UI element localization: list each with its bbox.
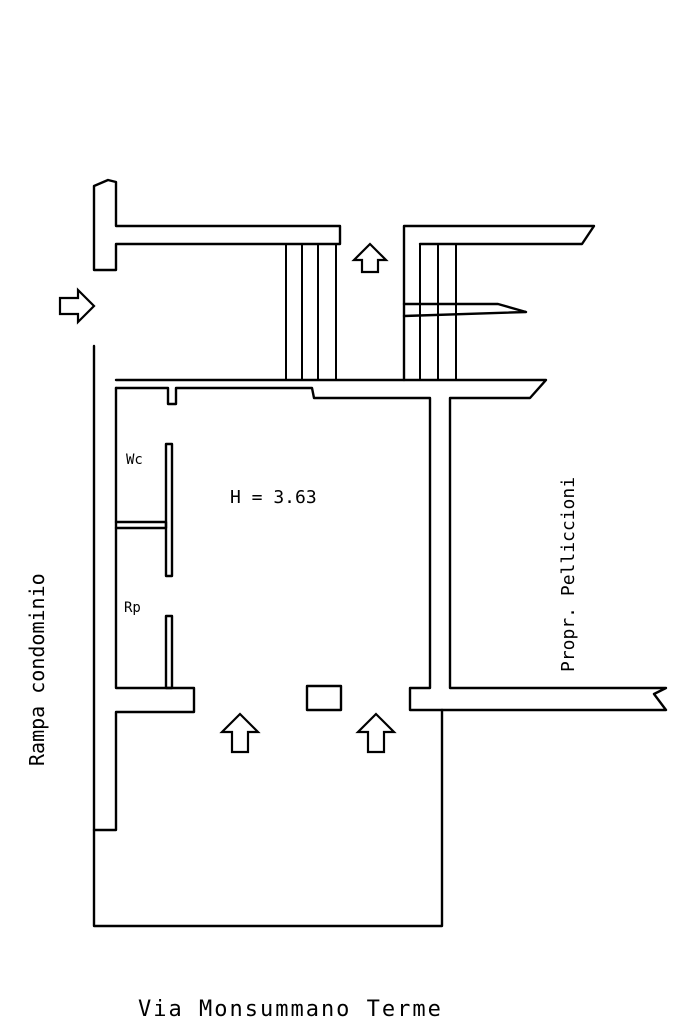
wc-door-jamb (164, 442, 174, 578)
street-label: Via Monsummano Terme (138, 997, 443, 1022)
north-west-pillar (92, 178, 342, 272)
neighbor-label: Propr. Pelliccioni (558, 477, 579, 672)
arrow-up-icon (351, 242, 389, 274)
ceiling-height-label: H = 3.63 (230, 487, 317, 508)
building-walls (92, 178, 668, 928)
arrow-up-icon (219, 712, 261, 754)
wc-label: Wc (126, 452, 143, 468)
stairs-right (419, 244, 457, 380)
ramp-label: Rampa condominio (25, 573, 49, 766)
arrow-right-icon (58, 287, 96, 325)
ramp-wall (92, 344, 196, 832)
stairs-left (285, 244, 337, 380)
entrance-arrows (58, 242, 397, 754)
middle-ledge (402, 302, 528, 318)
room-north-wall (114, 378, 668, 712)
front-area-outline (92, 708, 444, 928)
rp-label: Rp (124, 600, 141, 616)
north-east-wall (402, 224, 596, 382)
wc-partition (114, 520, 168, 530)
column (305, 684, 343, 712)
rp-door-jamb (164, 614, 174, 690)
arrow-up-icon (355, 712, 397, 754)
